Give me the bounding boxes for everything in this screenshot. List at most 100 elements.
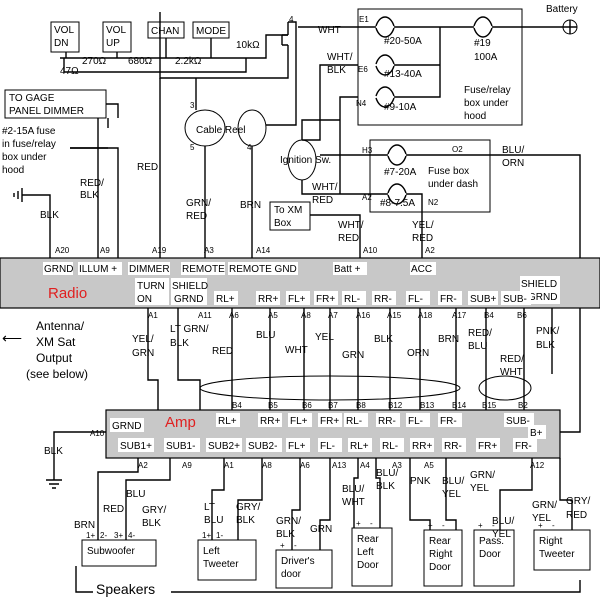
amp-pin-a4: A4 [360,461,370,470]
red-wht-2: WHT [500,367,523,378]
amp-pin-a3: A3 [392,461,402,470]
speaker-right-tweeter-wire-2: YEL [532,513,551,524]
speakers-bracket [75,566,581,593]
fuse-note-3: box under [2,152,47,163]
antenna-line-2: XM Sat [36,335,76,349]
wire-blk-radio: BLK [40,210,59,221]
radio-pin-a1: A1 [148,311,158,320]
vol-up-button-box [102,21,132,53]
fuse-19-label: #19 [474,38,491,49]
amp-pin-a12: A12 [530,461,545,470]
fuse-13-label: #13-40A [384,69,422,80]
speaker-driver-s-door [275,549,333,589]
gage-box: TO GAGE PANEL DIMMER #2-15A fuse in fuse… [2,89,119,258]
wire-grn-red-1: GRN/ [186,198,211,209]
amp-in-fr-minusplus: FR+ [320,416,339,427]
speaker-rear-right-door [423,529,463,587]
speaker-driver-s-door-pin-1: + [280,541,285,550]
dash-pin-a2: A2 [362,193,372,202]
ignition-switch: Ignition Sw. [280,139,331,181]
antenna-line-3: Output [36,351,73,365]
amp-out-fl-minus: FL- [320,441,335,452]
amp-pin-b4: B4 [232,401,242,410]
speaker-left-tweeter-wire-1: LT [204,502,215,513]
battery-plus [563,20,577,34]
ltgrn-blk-2: BLK [170,338,189,349]
radio-pin-b6: B6 [517,311,527,320]
amp-blk: BLK [44,446,63,457]
speaker-right-tweeter-wire-1: GRN/ [532,500,557,511]
amp-in-rl-minusplus: RL+ [218,416,237,427]
amp-in-fr-minus: FR- [440,416,457,427]
wire-turn-on [147,308,201,410]
speaker-left-tweeter-wire-2: BLU [204,515,223,526]
wire-wht-fl: WHT [285,345,308,356]
xm-box: To XM Box [269,201,361,258]
wire-wht-blk [302,64,358,141]
speaker-subwoofer [81,539,157,567]
speaker-right-tweeter-name-1: Right [539,536,563,547]
red-blu-2: BLU [468,341,487,352]
fuse-note-4: hood [2,165,24,176]
wire-red-rl: RED [212,346,233,357]
dash-pin-h3: H3 [362,146,373,155]
amp-pin-b2: B2 [518,401,528,410]
amp-pin-a10: A10 [90,429,105,438]
wire-yel-fr: YEL [315,332,334,343]
speaker-rear-right-door-pin-1: + [428,521,433,530]
red-wht-1: RED/ [500,354,524,365]
hood-pin-e1: E1 [359,15,369,24]
ignition-label: Ignition Sw. [280,155,331,166]
r-10k: 10kΩ [236,40,260,51]
wht-red-1: WHT/ [312,182,338,193]
speaker-pass-door-pin-1: + [478,521,483,530]
ground-symbol-top: BLK [13,188,59,258]
speaker-rear-right-door-wire-1: PNK [410,476,431,487]
fuse-19-amp: 100A [474,52,498,63]
radio-pin-a11: A11 [198,311,212,320]
cable-reel-label: Cable Reel [196,125,245,136]
radio-out-fr-minus: FR- [440,294,457,305]
radio-wht-red-2: RED [338,233,359,244]
fuse-box-hood: #20-50A #13-40A #9-10A #19 100A Fuse/rel… [356,8,570,126]
speaker-pass-door [473,529,515,587]
red-blu-1: RED/ [468,328,492,339]
wire-blk-rr: BLK [374,334,393,345]
wht-top-label: WHT [318,25,341,36]
amp-pin-a2: A2 [138,461,148,470]
speaker-left-tweeter-pin-2: 1- [216,531,223,540]
gage-dimmer-box [4,89,107,119]
fuse-20-label: #20-50A [384,36,422,47]
ladder-wires [60,38,246,59]
fuse-7-label: #7-20A [384,167,417,178]
amp-ground-lines [46,431,106,489]
radio-pin-a6: A6 [229,311,239,320]
speaker-pass-door-wire-2: YEL [470,483,489,494]
radio-pin-a20: A20 [55,246,70,255]
amp-in-fl-minus: FL- [408,416,423,427]
speaker-subwoofer-name-1: Subwoofer [87,546,135,557]
radio-amp-wires: YEL/ GRN LT GRN/ BLK RED BLU WHT YEL GRN… [132,308,560,410]
speakers: Subwoofer1+2-3+4-BRNREDBLUGRY/BLKLeftTwe… [74,458,591,597]
speaker-driver-s-door-wire-3: GRN [310,524,332,535]
ground-lines [13,188,51,258]
amp-bottom-labels: SUB1+SUB1-SUB2+SUB2-FL+FL-RL+RL-RR+RR-FR… [118,438,545,470]
speaker-right-tweeter-pin-2: - [552,521,555,530]
radio-pin-a10: A10 [363,246,378,255]
xm-line-2: Box [274,218,291,229]
radio-illum: ILLUM + [79,264,117,275]
fuse-8 [387,183,407,205]
speaker-right-tweeter-wire-4: RED [566,510,587,521]
radio-shield: SHIELD [172,281,208,292]
vol-dn-label-2: DN [54,38,68,49]
radio-yel-red-1: YEL/ [412,220,434,231]
wire-bundle [231,308,525,410]
speaker-rear-left-door-wire-4: BLK [376,481,395,492]
speaker-subwoofer-pin-2: 2- [100,531,107,540]
speaker-left-tweeter-pin-1: 1+ [202,531,211,540]
speaker-rear-left-door-name-2: Left [357,547,374,558]
antenna-line-1: Antenna/ [36,319,85,333]
vol-up-label-1: VOL [106,25,126,36]
ltgrn-blk-1: LT GRN/ [170,324,209,335]
